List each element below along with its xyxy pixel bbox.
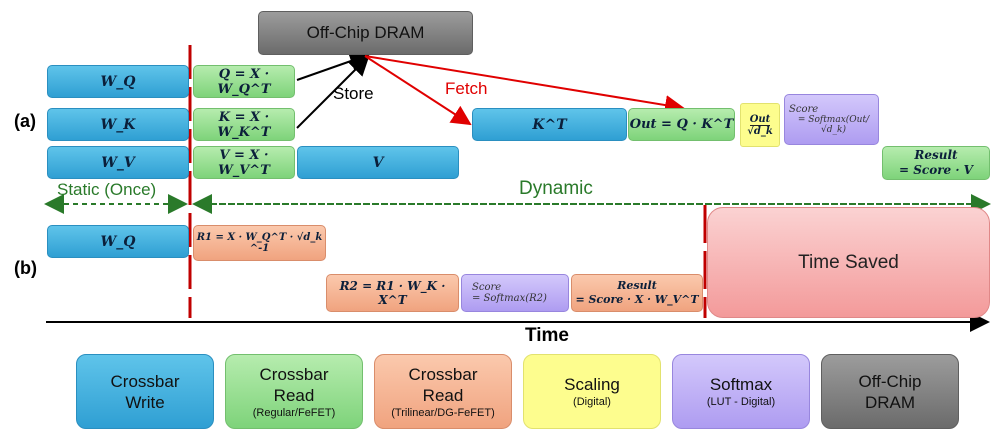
score-top-text: Score <box>472 282 502 293</box>
r1-text: R1 = X · W_Q^T · √d_k ^-1 <box>196 232 323 254</box>
k-compute-block: K = X · W_K^T <box>193 108 295 141</box>
r2-text: R2 = R1 · W_K · X^T <box>339 279 446 307</box>
legend-5-line2: DRAM <box>864 392 916 412</box>
legend-3-sub: (Digital) <box>573 396 611 408</box>
softmax-block-a: Score = Softmax(Out/√d_k) <box>784 94 879 145</box>
legend-off-chip-dram: Off-Chip DRAM <box>821 354 959 429</box>
fetch-arrow-k <box>364 55 472 126</box>
scale-bottom-text: √d_k <box>747 125 773 137</box>
fetch-label: Fetch <box>445 79 488 98</box>
legend-2-sub: (Trilinear/DG-FeFET) <box>391 406 495 419</box>
result-block-b: Result = Score · X · W_V^T <box>571 274 703 312</box>
off-chip-dram-block: Off-Chip DRAM <box>258 11 473 55</box>
result-bottom-text: = Score · V <box>898 163 973 177</box>
legend-4-line1: Softmax <box>709 375 773 394</box>
legend-1-line1: Crossbar <box>259 364 329 384</box>
fetch-arrow-q <box>364 55 685 115</box>
legend-0-line1: Crossbar <box>110 371 180 391</box>
scale-top-text: Out <box>749 113 771 126</box>
legend-softmax: Softmax (LUT - Digital) <box>672 354 810 429</box>
k-eq-text: K = X · W_K^T <box>217 109 271 140</box>
v-eq-text: V = X · W_V^T <box>218 147 270 178</box>
r2-block: R2 = R1 · W_K · X^T <box>326 274 459 312</box>
softmax-block-b: Score = Softmax(R2) <box>461 274 569 312</box>
dram-label: Off-Chip DRAM <box>306 23 425 42</box>
store-arrow-k <box>296 55 370 129</box>
legend-1-sub: (Regular/FeFET) <box>252 406 336 419</box>
q-compute-block: Q = X · W_Q^T <box>193 65 295 98</box>
kt-write-block: K^T <box>472 108 627 141</box>
wv-block: W_V <box>47 146 189 179</box>
out-compute-block: Out = Q · K^T <box>628 108 735 141</box>
legend-5-line1: Off-Chip <box>858 371 922 391</box>
wq-block-b: W_Q <box>47 225 189 258</box>
wq-b-text: W_Q <box>100 233 136 250</box>
legend-0-line2: Write <box>125 392 165 412</box>
result-top-text: Result <box>914 148 958 162</box>
store-label: Store <box>333 84 374 103</box>
legend-crossbar-read-trilinear: Crossbar Read (Trilinear/DG-FeFET) <box>374 354 512 429</box>
result-b-top-text: Result <box>617 279 657 292</box>
v-text: V <box>372 154 384 171</box>
wv-text: W_V <box>101 154 135 171</box>
score-bottom-text: = Softmax(R2) <box>472 293 547 304</box>
kt-text: K^T <box>532 116 567 133</box>
legend-scaling: Scaling (Digital) <box>523 354 661 429</box>
legend-2-line2: Read <box>422 385 464 405</box>
row-a-label: (a) <box>14 111 36 131</box>
row-b-label: (b) <box>14 258 37 278</box>
result-block-a: Result = Score · V <box>882 146 990 180</box>
legend-4-sub: (LUT - Digital) <box>706 396 776 408</box>
legend-2-line1: Crossbar <box>408 364 478 384</box>
out-text: Out = Q · K^T <box>629 117 734 132</box>
softmax-top-text: Score <box>789 104 819 115</box>
softmax-bottom-text: = Softmax(Out/√d_k) <box>797 115 870 135</box>
legend-crossbar-read-regular: Crossbar Read (Regular/FeFET) <box>225 354 363 429</box>
legend-3-line1: Scaling <box>564 375 620 394</box>
time-saved-block: Time Saved <box>707 207 990 318</box>
legend-1-line2: Read <box>273 385 315 405</box>
q-eq-text: Q = X · W_Q^T <box>217 66 271 97</box>
wk-block: W_K <box>47 108 189 141</box>
time-axis-label: Time <box>525 325 570 346</box>
dynamic-label: Dynamic <box>519 178 593 199</box>
v-compute-block: V = X · W_V^T <box>193 146 295 179</box>
wk-text: W_K <box>100 116 136 133</box>
wq-text: W_Q <box>100 73 136 90</box>
result-b-bottom-text: = Score · X · W_V^T <box>575 293 699 306</box>
wq-block: W_Q <box>47 65 189 98</box>
static-label: Static (Once) <box>57 180 157 199</box>
legend-crossbar-write: Crossbar Write <box>76 354 214 429</box>
scaling-block-a: Out √d_k <box>740 103 780 147</box>
time-saved-text: Time Saved <box>798 251 899 273</box>
r1-block: R1 = X · W_Q^T · √d_k ^-1 <box>193 225 326 261</box>
v-write-block: V <box>297 146 459 179</box>
